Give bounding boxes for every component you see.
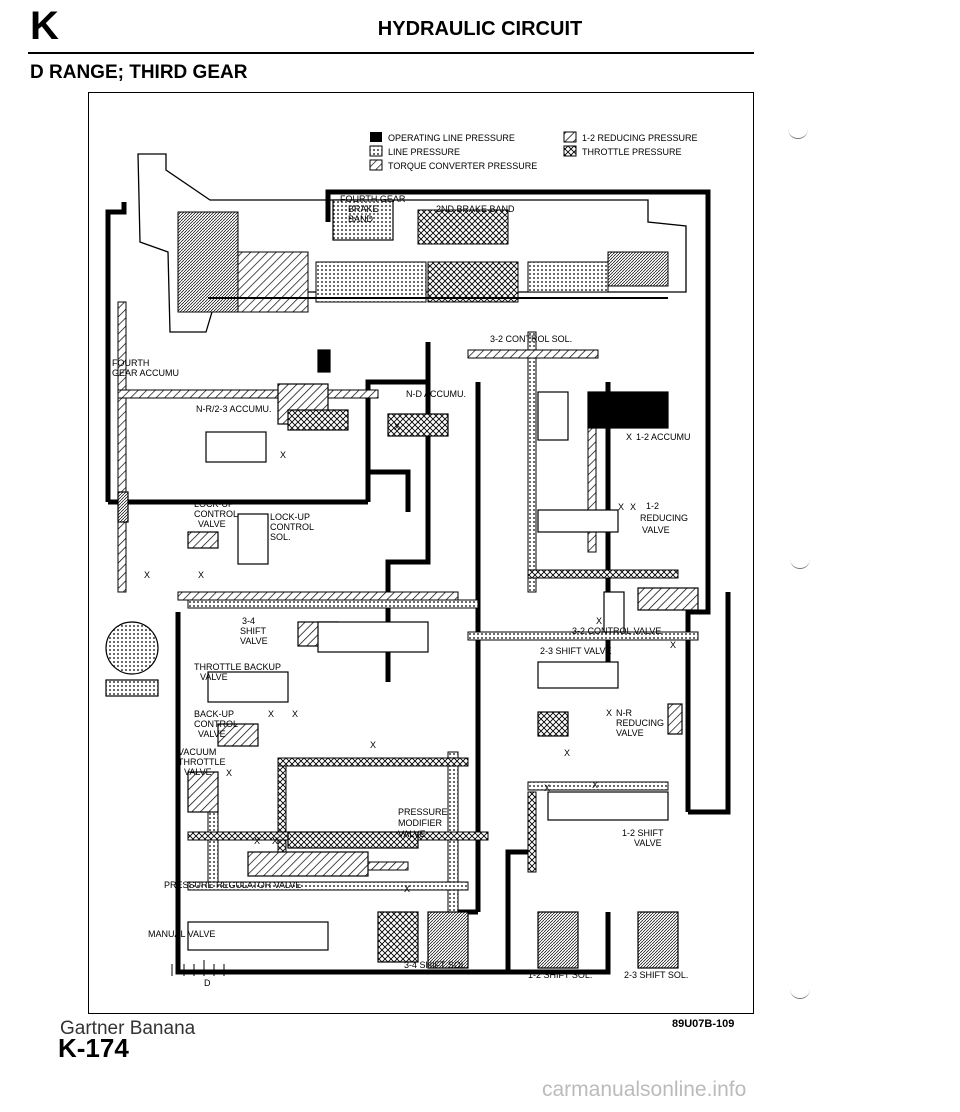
label-backup-control-valve-3: VALVE: [198, 729, 226, 739]
label-lockup-control-sol-3: SOL.: [270, 532, 291, 542]
label-lockup-control-valve-2: CONTROL: [194, 509, 238, 519]
site-watermark: carmanualsonline.info: [542, 1078, 747, 1101]
label-pressure-modifier-valve-3: VALVE: [398, 829, 426, 839]
label-n-d-accumu: N-D ACCUMU.: [406, 389, 466, 399]
label-3-4-shift-valve-1: 3-4: [242, 616, 255, 626]
name-watermark: Gartner Banana: [60, 1018, 196, 1039]
label-vacuum-throttle-valve-2: THROTTLE: [178, 757, 226, 767]
drain-x-15: X: [544, 783, 550, 793]
drain-x-7: X: [596, 616, 602, 626]
drain-x-10: X: [292, 709, 298, 719]
figure-code: 89U07B-109: [672, 1018, 735, 1030]
label-1-2-shift-valve-2: VALVE: [634, 838, 662, 848]
label-2-3-shift-sol: 2-3 SHIFT SOL.: [624, 970, 688, 980]
header-rule: [28, 52, 754, 54]
drain-x-18: X: [272, 836, 278, 846]
label-1-2-reducing-valve-1: 1-2: [646, 501, 659, 511]
legend-label-throttle: THROTTLE PRESSURE: [582, 147, 682, 157]
operating-line-circuit: [105, 189, 731, 975]
legend-swatch-reducing: [563, 131, 577, 143]
diagram-frame: [88, 92, 754, 1014]
drain-x-17: X: [254, 836, 260, 846]
section-letter: K: [30, 4, 59, 48]
drain-x-8: X: [670, 640, 676, 650]
label-vacuum-throttle-valve-1: VACUUM: [178, 747, 216, 757]
label-fourth-gear-brake-band-2: BRAKE: [348, 204, 379, 214]
drain-x-3: X: [280, 450, 286, 460]
drain-x-1: X: [144, 570, 150, 580]
edge-mark-3: [790, 986, 810, 999]
drain-x-13: X: [606, 708, 612, 718]
edge-mark-2: [790, 556, 810, 569]
valve-bodies: [105, 349, 699, 969]
hydraulic-circuit-diagram: OPERATING LINE PRESSURE LINE PRESSURE TO…: [105, 131, 731, 988]
drain-markers: X X X X X X X X X X X X X X X X X X X X: [144, 422, 676, 894]
drain-x-2: X: [198, 570, 204, 580]
edge-mark-1: [788, 126, 808, 139]
label-n-r-reducing-valve-1: N-R: [616, 708, 632, 718]
label-2-3-shift-valve: 2-3 SHIFT VALVE: [540, 646, 612, 656]
manual-valve-detents: [171, 960, 225, 976]
label-fourth-gear-brake-band-3: BAND: [348, 214, 374, 224]
label-throttle-backup-valve-2: VALVE: [200, 672, 228, 682]
label-lockup-control-valve-3: VALVE: [198, 519, 226, 529]
drain-x-19: X: [404, 884, 410, 894]
label-manual-d: D: [204, 978, 211, 988]
diagram-subtitle: D RANGE; THIRD GEAR: [30, 62, 248, 83]
label-3-4-shift-valve-2: SHIFT: [240, 626, 267, 636]
drain-x-12: X: [226, 768, 232, 778]
label-pressure-modifier-valve-2: MODIFIER: [398, 818, 442, 828]
drain-x-20: X: [394, 422, 400, 432]
label-manual-valve: MANUAL VALVE: [148, 929, 215, 939]
label-backup-control-valve-1: BACK-UP: [194, 709, 234, 719]
label-n-r-reducing-valve-3: VALVE: [616, 728, 644, 738]
legend-label-operating: OPERATING LINE PRESSURE: [388, 133, 515, 143]
label-3-4-shift-valve-3: VALVE: [240, 636, 268, 646]
label-vacuum-throttle-valve-3: VALVE: [184, 767, 212, 777]
drain-x-6: X: [630, 502, 636, 512]
label-3-2-control-sol: 3-2 CONTROL SOL.: [490, 334, 572, 344]
page-number: K-174: [58, 1033, 129, 1063]
label-1-2-shift-valve-1: 1-2 SHIFT: [622, 828, 664, 838]
legend-label-reducing: 1-2 REDUCING PRESSURE: [582, 133, 698, 143]
component-labels: FOURTH GEAR BRAKE BAND 2ND BRAKE BAND FO…: [112, 194, 691, 988]
label-lockup-control-sol-1: LOCK-UP: [270, 512, 310, 522]
label-fourth-gear-brake-band-1: FOURTH GEAR: [340, 194, 406, 204]
label-1-2-accumu: 1-2 ACCUMU: [636, 432, 691, 442]
label-fourth-gear-accumu-2: GEAR ACCUMU: [112, 368, 179, 378]
legend-swatch-line: [369, 145, 383, 157]
label-backup-control-valve-2: CONTROL: [194, 719, 238, 729]
drain-x-5: X: [618, 502, 624, 512]
label-fourth-gear-accumu-1: FOURTH: [112, 358, 149, 368]
drain-x-14: X: [564, 748, 570, 758]
label-lockup-control-valve-1: LOCK-UP: [194, 499, 234, 509]
drain-x-16: X: [592, 780, 598, 790]
label-3-2-control-valve: 3-2 CONTROL VALVE: [572, 626, 661, 636]
legend-swatch-throttle: [563, 145, 577, 157]
legend-label-torque: TORQUE CONVERTER PRESSURE: [388, 161, 537, 171]
legend-swatch-torque: [369, 159, 383, 171]
page-header: HYDRAULIC CIRCUIT: [377, 18, 583, 40]
label-n-r-2-3-accumu: N-R/2-3 ACCUMU.: [196, 404, 272, 414]
label-3-4-shift-sol: 3-4 SHIFT SOL.: [404, 960, 468, 970]
label-1-2-shift-sol: 1-2 SHIFT SOL.: [528, 970, 592, 980]
label-second-brake-band: 2ND BRAKE BAND: [436, 204, 515, 214]
label-n-r-reducing-valve-2: REDUCING: [616, 718, 664, 728]
label-1-2-reducing-valve-2: REDUCING: [640, 513, 688, 523]
drain-x-9: X: [268, 709, 274, 719]
drain-x-4: X: [626, 432, 632, 442]
label-1-2-reducing-valve-3: VALVE: [642, 525, 670, 535]
label-pressure-regulator-valve: PRESSURE REGULATOR VALVE: [164, 880, 301, 890]
legend: OPERATING LINE PRESSURE LINE PRESSURE TO…: [369, 131, 698, 171]
label-throttle-backup-valve-1: THROTTLE BACKUP: [194, 662, 281, 672]
drain-x-11: X: [370, 740, 376, 750]
transmission-cross-section: [137, 153, 687, 333]
legend-swatch-operating: [370, 132, 382, 142]
legend-label-line: LINE PRESSURE: [388, 147, 460, 157]
label-lockup-control-sol-2: CONTROL: [270, 522, 314, 532]
label-pressure-modifier-valve-1: PRESSURE: [398, 807, 448, 817]
